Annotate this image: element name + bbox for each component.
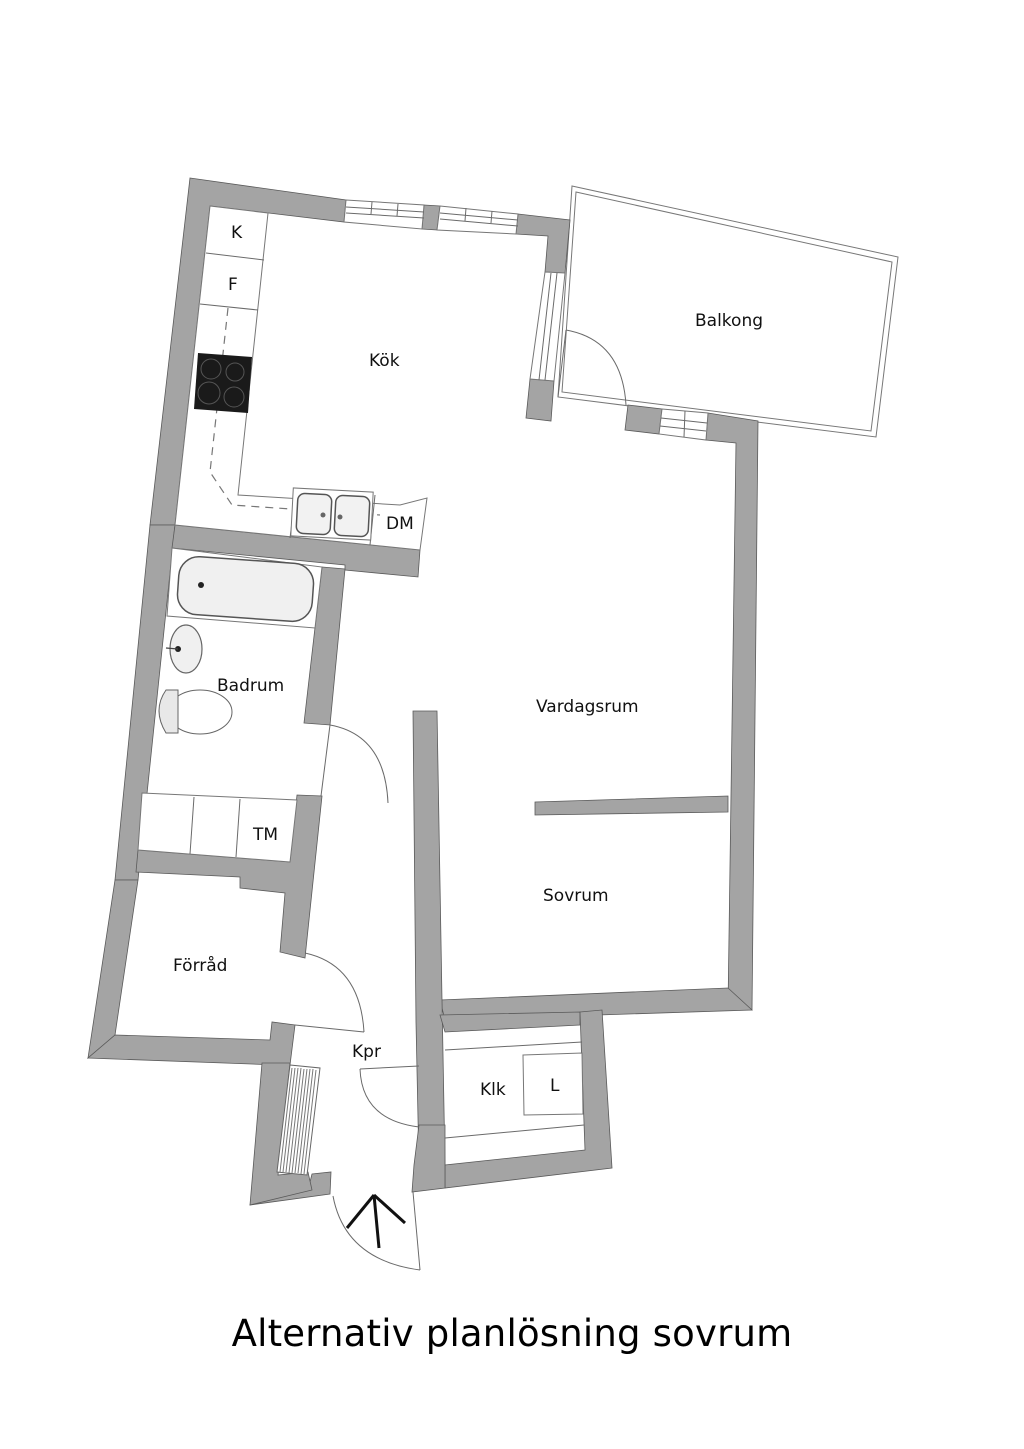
stove-icon bbox=[194, 353, 252, 413]
label-tm: TM bbox=[252, 825, 278, 845]
door-swings bbox=[294, 329, 627, 1271]
room-sovrum: Sovrum bbox=[543, 886, 609, 906]
room-klk: Klk bbox=[480, 1080, 506, 1100]
entrance-arrow-icon bbox=[345, 1193, 407, 1249]
walls bbox=[86, 177, 759, 1206]
plan-caption: Alternativ planlösning sovrum bbox=[231, 1312, 793, 1355]
room-badrum: Badrum bbox=[217, 676, 284, 696]
room-kok: Kök bbox=[369, 351, 400, 371]
bathtub-icon bbox=[166, 547, 323, 629]
label-f: F bbox=[228, 275, 238, 295]
room-vardagsrum: Vardagsrum bbox=[536, 697, 639, 717]
balcony bbox=[557, 185, 899, 438]
label-dm: DM bbox=[386, 514, 414, 534]
washbasin-icon bbox=[165, 624, 203, 674]
toilet-icon bbox=[158, 689, 233, 735]
sink-icon bbox=[290, 487, 374, 541]
room-balkong: Balkong bbox=[695, 311, 763, 331]
windows bbox=[343, 199, 709, 441]
closet-fixtures bbox=[444, 1041, 585, 1139]
room-kpr: Kpr bbox=[352, 1042, 381, 1062]
laundry-cabinets bbox=[137, 792, 298, 863]
shoe-rack-icon bbox=[276, 1064, 321, 1176]
label-l: L bbox=[550, 1076, 560, 1096]
room-forrad: Förråd bbox=[173, 955, 227, 976]
label-k: K bbox=[231, 223, 243, 243]
